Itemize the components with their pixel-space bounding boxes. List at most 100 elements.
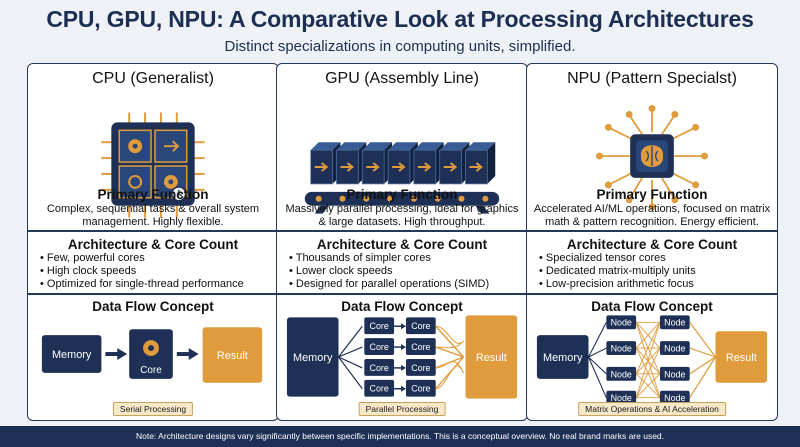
panel-title: NPU (Pattern Specialst) (567, 70, 737, 87)
architecture-list: Few, powerful cores High clock speeds Op… (40, 252, 272, 291)
arrow-right-icon (469, 162, 483, 172)
arrow-right-icon (443, 162, 458, 172)
core-block (405, 379, 436, 397)
list-item: Specialized tensor cores (539, 252, 771, 265)
arrow-right-icon (340, 162, 354, 172)
block-top (336, 142, 367, 151)
list-item: Lower clock speeds (289, 265, 521, 278)
core-block (364, 379, 395, 397)
divider (28, 230, 278, 232)
block-top (388, 142, 418, 151)
list-item: High clock speeds (40, 265, 272, 278)
flow-heading: Data Flow Concept (341, 299, 463, 314)
serial-flow-diagram: Memory Core Result (41, 327, 263, 383)
memory-block (286, 317, 339, 397)
arrow-right-icon (417, 162, 432, 172)
gpu-panel: GPU (Assembly Line) Primary Function Mas… (276, 63, 528, 421)
node-label: Node (664, 318, 685, 328)
page-title: CPU, GPU, NPU: A Comparative Look at Pro… (46, 6, 754, 32)
arrow-right-icon (401, 385, 406, 392)
memory-label: Memory (543, 352, 583, 364)
flow-heading: Data Flow Concept (92, 299, 214, 314)
architecture-list: Thousands of simpler cores Lower clock s… (289, 252, 521, 291)
page-subtitle: Distinct specializations in computing un… (224, 38, 576, 55)
divider (527, 293, 777, 295)
core-block (405, 358, 436, 376)
divider (277, 230, 527, 232)
function-heading: Primary Function (97, 187, 209, 202)
cpu-panel: CPU (Generalist) Primary Function Comple… (27, 63, 279, 421)
list-item: Dedicated matrix-multiply units (539, 265, 771, 278)
block-top (439, 142, 470, 151)
block-top (465, 142, 496, 151)
node-label: Node (611, 344, 632, 354)
node-block (659, 315, 690, 330)
core-label: Core (411, 342, 430, 352)
npu-panel: NPU (Pattern Specialst) Primary Function… (526, 63, 778, 421)
arrow-right-icon (401, 323, 406, 330)
function-text: Accelerated AI/ML operations, focused on… (533, 203, 771, 228)
result-block (465, 315, 518, 399)
brain-chip-icon (595, 105, 709, 211)
arrow-right-icon (314, 162, 329, 172)
core-block (405, 338, 436, 356)
function-text: Massively parallel processing, ideal for… (285, 203, 519, 228)
arrow-right-icon (392, 162, 406, 172)
status-badge: Parallel Processing (358, 402, 446, 416)
architecture-heading: Architecture & Core Count (67, 237, 239, 252)
function-text: Complex, sequential tasks & overall syst… (46, 203, 260, 228)
divider (277, 293, 527, 295)
core-label: Core (411, 363, 430, 373)
function-heading: Primary Function (596, 187, 708, 202)
arrow-right-icon (366, 162, 380, 172)
list-item: Designed for parallel operations (SIMD) (289, 278, 521, 291)
architecture-heading: Architecture & Core Count (566, 237, 738, 252)
node-label: Node (611, 393, 632, 403)
core-block (405, 317, 436, 335)
core-label: Core (140, 365, 162, 376)
memory-block (41, 335, 102, 373)
panel-title: CPU (Generalist) (92, 70, 214, 87)
core-label: Core (411, 321, 430, 331)
core-label: Core (411, 384, 430, 394)
memory-label: Memory (52, 349, 92, 361)
node-label: Node (664, 369, 685, 379)
architecture-heading: Architecture & Core Count (316, 237, 488, 252)
arrow-right-icon (188, 348, 199, 360)
list-item: Optimized for single-thread performance (40, 278, 272, 291)
result-block (715, 331, 768, 383)
arrow-right-icon (117, 348, 128, 360)
result-label: Result (476, 352, 507, 364)
arrow-right-icon (401, 344, 406, 351)
footer-note: Note: Architecture designs vary signific… (0, 426, 800, 447)
function-heading: Primary Function (346, 187, 458, 202)
divider (527, 230, 777, 232)
result-block (202, 327, 263, 383)
result-label: Result (217, 350, 248, 362)
core-label: Core (370, 384, 389, 394)
node-block (659, 341, 690, 356)
architecture-list: Specialized tensor cores Dedicated matri… (539, 252, 771, 291)
block-side (487, 142, 496, 184)
core-label: Core (370, 321, 389, 331)
flow-heading: Data Flow Concept (591, 299, 713, 314)
panel-title: GPU (Assembly Line) (325, 70, 479, 87)
core-label: Core (370, 342, 389, 352)
list-item: Low-precision arithmetic focus (539, 278, 771, 291)
block-top (362, 142, 393, 151)
memory-label: Memory (293, 352, 333, 364)
matrix-flow-diagram: Memory NodeNodeNodeNodeNodeNodeNodeNode … (536, 315, 768, 403)
node-block (659, 390, 690, 403)
node-block (606, 341, 637, 356)
circuit-puzzle-gears-icon (101, 112, 205, 218)
conveyor-belt-icon (304, 142, 500, 214)
node-label: Node (664, 344, 685, 354)
block-top (310, 142, 341, 151)
divider (28, 293, 278, 295)
node-block (606, 366, 637, 381)
core-block (364, 358, 395, 376)
node-label: Node (664, 393, 685, 403)
list-item: Thousands of simpler cores (289, 252, 521, 265)
list-item: Few, powerful cores (40, 252, 272, 265)
